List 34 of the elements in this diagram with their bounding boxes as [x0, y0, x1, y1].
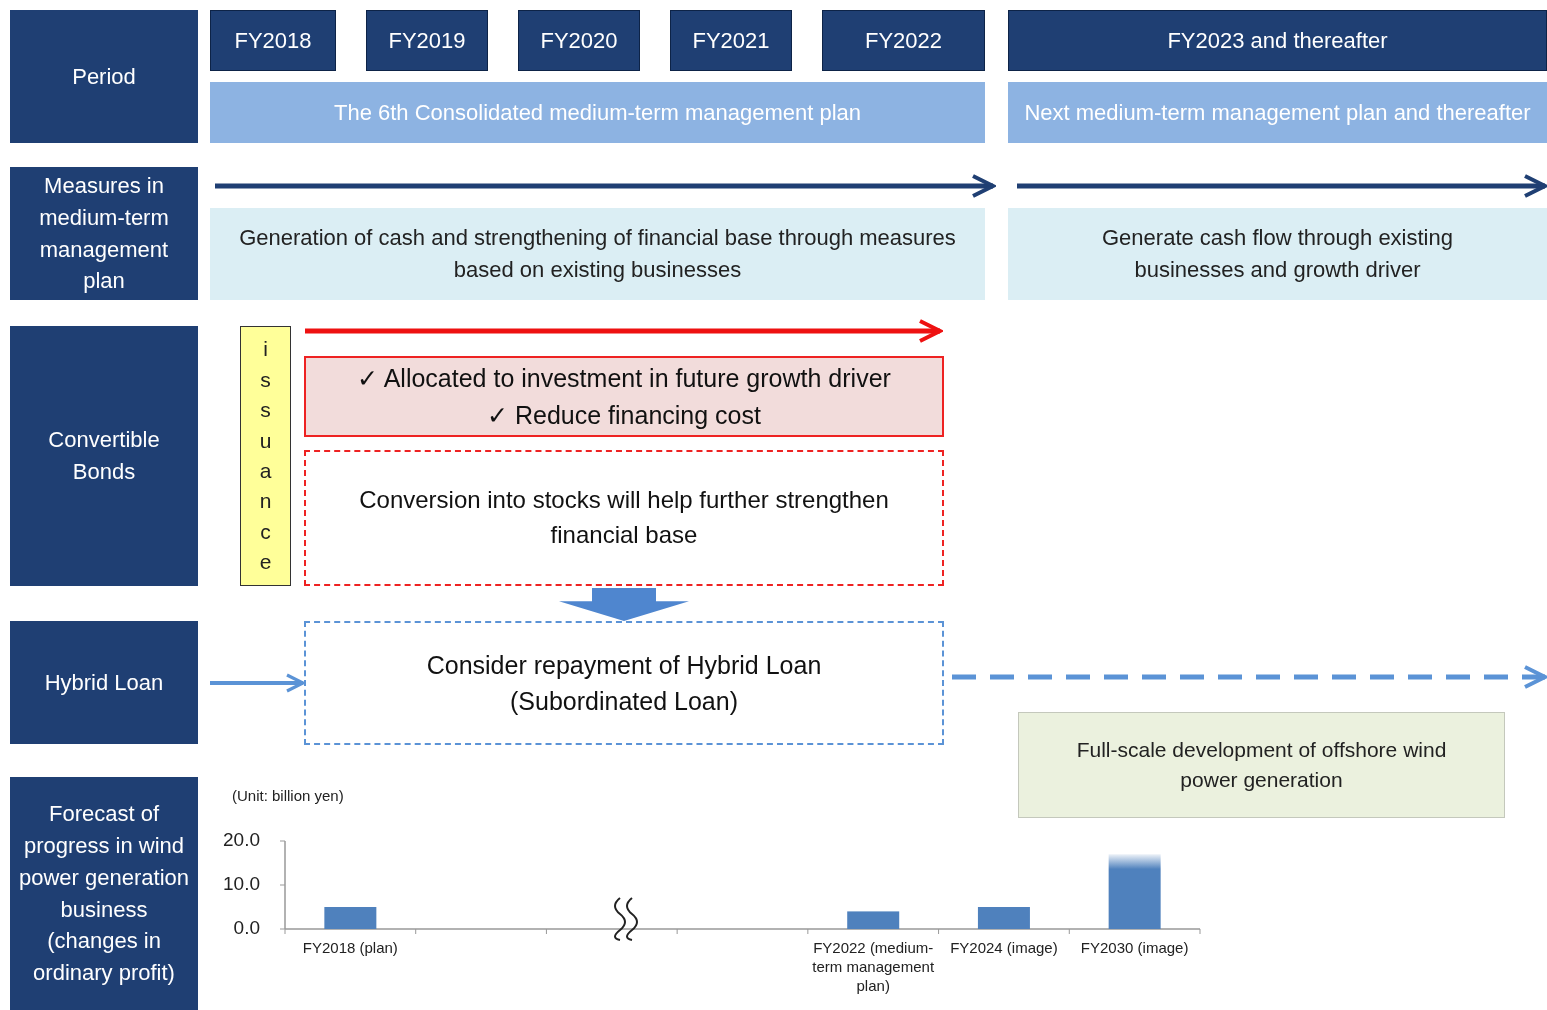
tick-label: 20.0: [222, 829, 260, 851]
row-header: Forecast of progress in wind power generation business (changes in ordinary profit): [10, 777, 198, 1010]
plan-band: Next medium-term management plan and thereafter: [1008, 82, 1547, 143]
category-label: FY2024 (image): [949, 939, 1059, 958]
block-arrow: [559, 588, 689, 621]
year-box: FY2022: [822, 10, 985, 71]
issuance-box: [240, 326, 291, 586]
arrow: [952, 665, 1547, 689]
repayment-box: Consider repayment of Hybrid Loan (Subordinated Loan): [304, 621, 944, 745]
measure-box: Generation of cash and strengthening of financial base through measures based on existing businesses: [210, 208, 985, 300]
benefit-box: [304, 356, 944, 437]
conversion-box: Conversion into stocks will help further strengthen financial base: [304, 450, 944, 586]
row-header: Hybrid Loan: [10, 621, 198, 744]
year-box: FY2020: [518, 10, 640, 71]
wind-development-box: Full-scale development of offshore wind power generation: [1018, 712, 1505, 818]
year-box: FY2023 and thereafter: [1008, 10, 1547, 71]
row-header: Convertible Bonds: [10, 326, 198, 586]
benefit-item: ✓ Allocated to investment in future growth driver: [357, 363, 891, 395]
category-label: FY2030 (image): [1079, 939, 1190, 958]
tick-label: 10.0: [222, 873, 260, 895]
year-box: FY2021: [670, 10, 792, 71]
row-header: Period: [10, 10, 198, 143]
arrow: [210, 673, 305, 693]
tick-label: 0.0: [232, 917, 260, 939]
unit-label: (Unit: billion yen): [232, 787, 344, 804]
category-label: FY2018 (plan): [301, 939, 399, 958]
plan-band: The 6th Consolidated medium-term management plan: [210, 82, 985, 143]
measure-box: Generate cash flow through existing businesses and growth driver: [1008, 208, 1547, 300]
category-label: FY2022 (medium-term management plan): [811, 939, 936, 996]
row-header: Measures in medium-term management plan: [10, 167, 198, 300]
year-box: FY2019: [366, 10, 488, 71]
year-box: FY2018: [210, 10, 336, 71]
benefit-item: ✓ Reduce financing cost: [487, 399, 761, 431]
issuance-label: issuance: [259, 336, 272, 576]
